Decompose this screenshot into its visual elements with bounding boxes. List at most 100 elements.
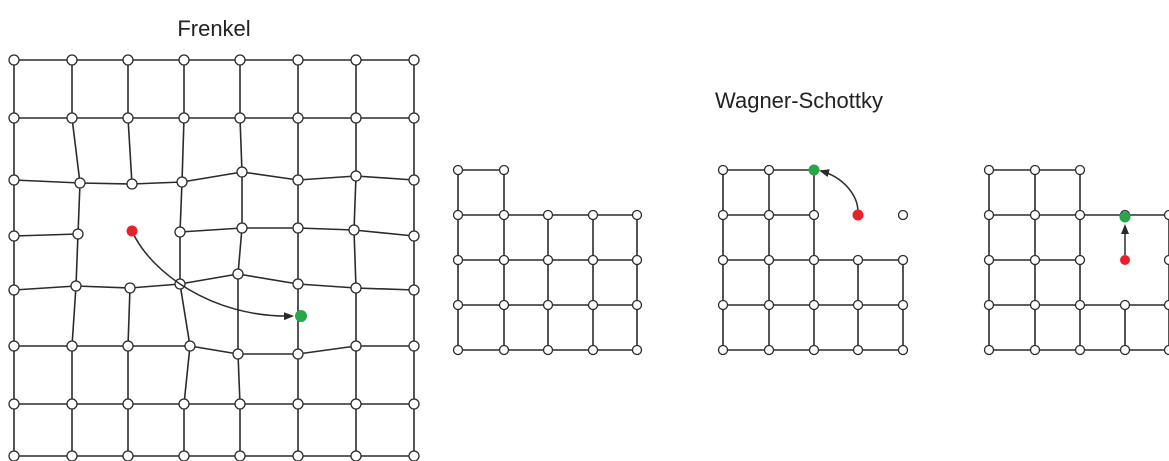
lattice-atom [179, 399, 189, 409]
wagner-schottky-label: Wagner-Schottky [715, 88, 883, 113]
new-position-atom [1120, 212, 1131, 223]
lattice-atom [179, 113, 189, 123]
lattice-atom [500, 256, 509, 265]
lattice-bond [190, 346, 238, 354]
lattice-bond [180, 274, 238, 284]
lattice-atom [351, 113, 361, 123]
vacancy-origin-atom [127, 226, 138, 237]
lattice-atom [125, 283, 135, 293]
lattice-atom [409, 399, 419, 409]
new-surface-atom [809, 165, 820, 176]
lattice-bond [298, 284, 356, 288]
lattice-atom [1076, 166, 1085, 175]
lattice-atom [633, 346, 642, 355]
lattice-atom [179, 451, 189, 461]
lattice-atom [719, 256, 728, 265]
lattice-atom [409, 175, 419, 185]
lattice-atom [589, 346, 598, 355]
lattice-atom [237, 167, 247, 177]
wagner-schottky-lattice-vacancy [985, 166, 1169, 355]
lattice-atom [67, 55, 77, 65]
lattice-atom [71, 281, 81, 291]
lattice-bond [298, 346, 356, 354]
lattice-atom [633, 256, 642, 265]
lattice-atom [75, 178, 85, 188]
lattice-bond [354, 230, 414, 236]
lattice-bond [298, 228, 354, 230]
lattice-bond [180, 182, 182, 232]
lattice-atom [899, 301, 908, 310]
lattice-atom [719, 211, 728, 220]
lattice-atom [765, 346, 774, 355]
lattice-atom [454, 166, 463, 175]
lattice-atom [293, 223, 303, 233]
lattice-bond [184, 346, 190, 404]
lattice-bond [182, 118, 184, 182]
lattice-atom [454, 301, 463, 310]
lattice-atom [589, 256, 598, 265]
lattice-atom [67, 341, 77, 351]
lattice-atom [409, 451, 419, 461]
lattice-atom [409, 113, 419, 123]
lattice-atom [719, 301, 728, 310]
lattice-atom [235, 399, 245, 409]
lattice-atom [1031, 166, 1040, 175]
lattice-bond [72, 118, 80, 183]
lattice-atom [409, 55, 419, 65]
lattice-bond [72, 286, 76, 346]
lattice-bond [80, 183, 132, 184]
lattice-bond [132, 182, 182, 184]
lattice-atom [9, 451, 19, 461]
lattice-bond [14, 234, 78, 236]
lattice-atom [9, 175, 19, 185]
lattice-atom [454, 256, 463, 265]
lattice-bond [238, 228, 242, 274]
lattice-atom [765, 211, 774, 220]
lattice-atom [544, 256, 553, 265]
lattice-bond [354, 230, 356, 288]
lattice-atom [633, 301, 642, 310]
lattice-bond [240, 118, 242, 172]
lattice-atom [233, 349, 243, 359]
lattice-atom [1031, 256, 1040, 265]
vacancy-origin-atom [853, 210, 864, 221]
lattice-atom [1076, 211, 1085, 220]
lattice-atom [454, 211, 463, 220]
lattice-atom [409, 341, 419, 351]
lattice-atom [1076, 301, 1085, 310]
lattice-atom [985, 256, 994, 265]
lattice-atom [454, 346, 463, 355]
lattice-atom [719, 346, 728, 355]
lattice-atom [1165, 301, 1169, 310]
lattice-atom [500, 166, 509, 175]
vacancy-origin-atom [1120, 255, 1130, 265]
lattice-atom [351, 283, 361, 293]
lattice-atom [67, 451, 77, 461]
lattice-bond [14, 180, 80, 183]
migration-arrow [133, 233, 292, 316]
lattice-bond [180, 284, 190, 346]
lattice-atom [854, 346, 863, 355]
lattice-atom [351, 171, 361, 181]
lattice-bond [180, 228, 242, 232]
lattice-atom [123, 341, 133, 351]
lattice-atom [9, 399, 19, 409]
lattice-atom [544, 211, 553, 220]
lattice-atom [985, 301, 994, 310]
migration-arrow [821, 171, 858, 212]
lattice-atom [544, 301, 553, 310]
lattice-atom [351, 55, 361, 65]
lattice-atom [1121, 301, 1130, 310]
lattice-atom [237, 223, 247, 233]
lattice-atom [500, 346, 509, 355]
lattice-atom [293, 279, 303, 289]
lattice-atom [235, 451, 245, 461]
lattice-atom [500, 211, 509, 220]
lattice-atom [589, 211, 598, 220]
lattice-bond [298, 176, 356, 180]
lattice-atom [544, 346, 553, 355]
lattice-bond [78, 183, 80, 234]
lattice-atom [589, 301, 598, 310]
lattice-atom [854, 256, 863, 265]
